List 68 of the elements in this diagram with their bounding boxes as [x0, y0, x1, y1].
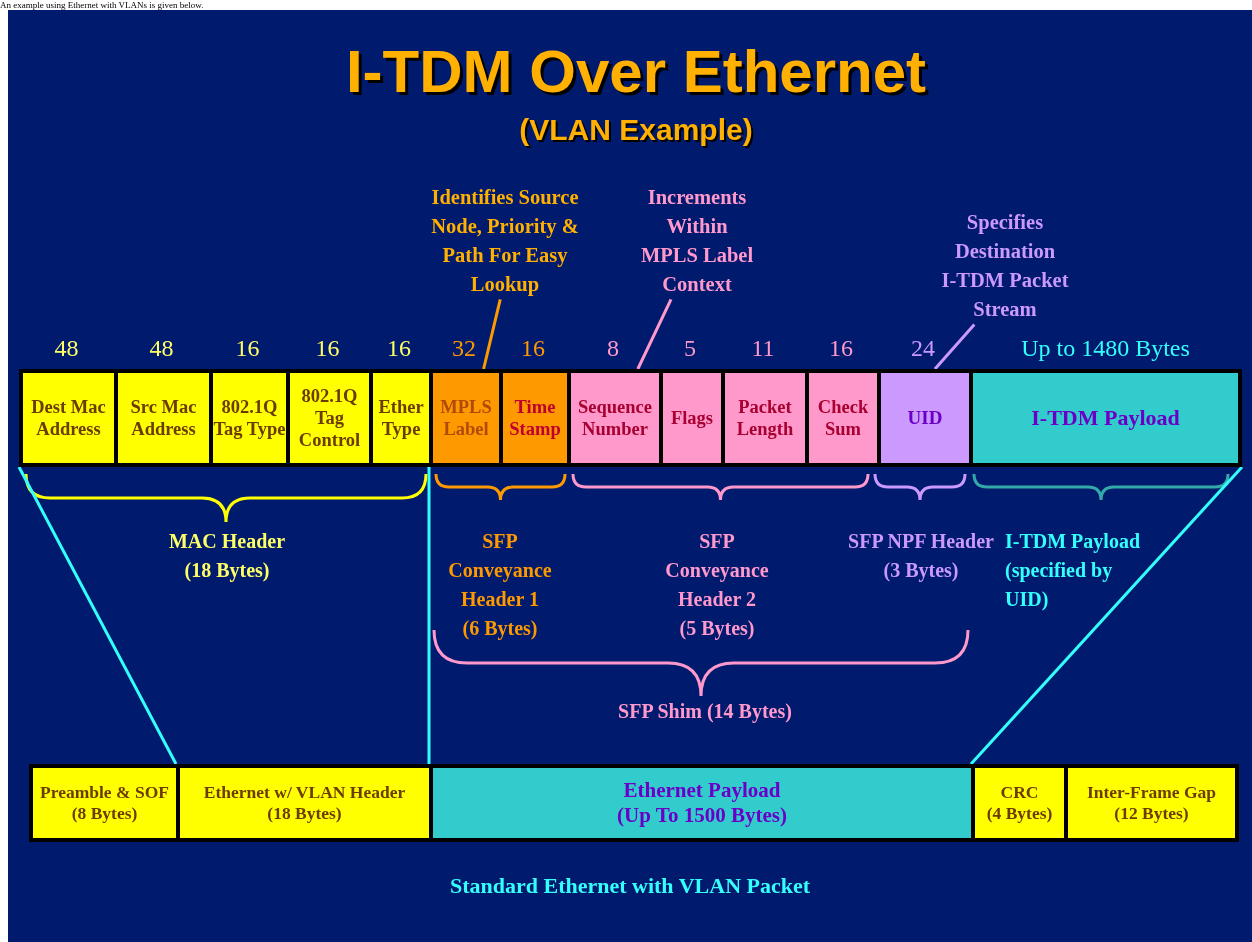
- bit-width-label: 16: [386, 335, 412, 362]
- leader-line: [933, 323, 976, 370]
- figure-caption: Standard Ethernet with VLAN Packet: [448, 872, 812, 900]
- field-label: Dest Mac Address: [30, 395, 107, 441]
- section-label: SFP Conveyance Header 2 (5 Bytes): [664, 529, 770, 642]
- field-label: 802.1Q Tag Control: [297, 384, 362, 452]
- bit-width-label: 48: [53, 335, 80, 362]
- field-box: [114, 369, 209, 467]
- field-label: Preamble & SOF (8 Bytes): [40, 782, 169, 824]
- field-label: MPLS Label: [439, 395, 493, 441]
- frame-segment: [971, 764, 1064, 842]
- frame-segment: [1064, 764, 1239, 842]
- field-box: [499, 369, 567, 467]
- leader-line: [636, 298, 673, 370]
- callout-text: Specifies Destination I-TDM Packet Stream: [932, 208, 1078, 325]
- connector-line: [427, 467, 431, 764]
- field-box: [805, 369, 877, 467]
- callout-text: Identifies Source Node, Priority & Path For Easy Lookup: [410, 183, 600, 300]
- bit-width-label: 48: [148, 335, 175, 362]
- frame-segment: [176, 764, 429, 842]
- intro-sentence: An example using Ethernet with VLANs is given below.: [0, 0, 204, 10]
- field-label: UID: [907, 406, 943, 430]
- bit-width-label: 16: [520, 335, 546, 362]
- field-label: 802.1Q Tag Type: [213, 395, 286, 441]
- field-box: [286, 369, 369, 467]
- bit-width-label: 16: [828, 335, 854, 362]
- field-label: Sequence Number: [577, 395, 653, 441]
- field-label: Check Sum: [816, 395, 870, 441]
- connector-line: [969, 466, 1244, 765]
- leader-line: [482, 299, 502, 370]
- bit-width-label: 11: [750, 335, 776, 362]
- slide-subtitle: (VLAN Example): [518, 112, 754, 148]
- field-label: Ethernet w/ VLAN Header (18 Bytes): [203, 782, 406, 824]
- connector-line: [17, 466, 178, 765]
- field-label: Ether Type: [377, 395, 425, 441]
- field-box: [659, 369, 721, 467]
- bit-width-label: 8: [606, 335, 620, 362]
- bit-width-label: 16: [314, 335, 341, 362]
- bit-width-label: 5: [683, 335, 697, 362]
- field-box: [429, 369, 499, 467]
- field-label: Flags: [670, 406, 714, 430]
- field-label: Time Stamp: [508, 395, 562, 441]
- field-label: I-TDM Payload: [1031, 404, 1180, 432]
- field-box: [567, 369, 659, 467]
- field-label: Ethernet Payload (Up To 1500 Bytes): [617, 777, 787, 829]
- field-box: [19, 369, 114, 467]
- group-label: SFP Shim (14 Bytes): [617, 699, 793, 725]
- field-label: Inter-Frame Gap (12 Bytes): [1086, 782, 1217, 824]
- bit-width-label: 32: [451, 335, 477, 362]
- bit-width-label: Up to 1480 Bytes: [1020, 335, 1191, 362]
- field-box: [969, 369, 1242, 467]
- frame-segment: [29, 764, 176, 842]
- slide-title: I-TDM Over Ethernet: [344, 37, 928, 107]
- field-label: Packet Length: [735, 395, 795, 441]
- field-box: [369, 369, 429, 467]
- frame-segment: [429, 764, 971, 842]
- callout-text: Increments Within MPLS Label Context: [632, 183, 762, 300]
- field-label: Src Mac Address: [129, 395, 198, 441]
- section-label: SFP Conveyance Header 1 (6 Bytes): [447, 529, 553, 642]
- section-label: MAC Header (18 Bytes): [167, 529, 287, 584]
- bit-width-label: 24: [910, 335, 936, 362]
- section-label: I-TDM Payload (specified by UID): [1005, 529, 1140, 613]
- field-label: CRC (4 Bytes): [986, 782, 1053, 824]
- field-box: [209, 369, 286, 467]
- field-box: [721, 369, 805, 467]
- bit-width-label: 16: [234, 335, 261, 362]
- field-box: [877, 369, 969, 467]
- section-label: SFP NPF Header (3 Bytes): [847, 529, 995, 584]
